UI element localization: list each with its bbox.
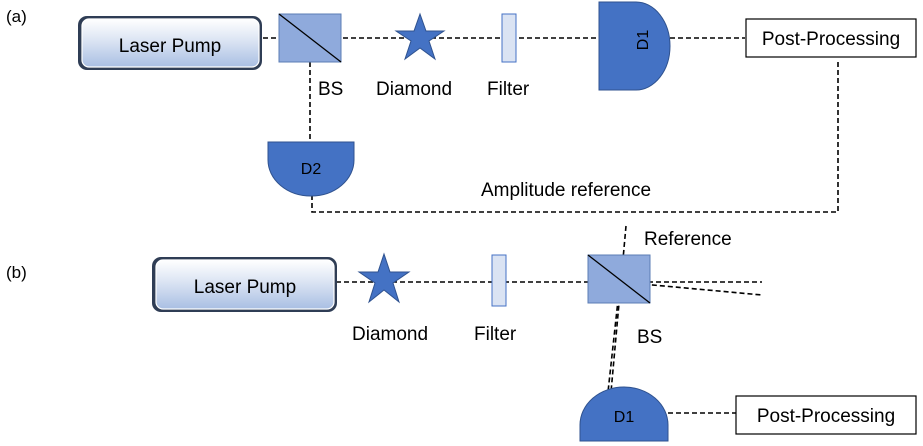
panel-b: (b) Laser Pump Diamond Filter BS Referen… (6, 225, 917, 442)
detector-d1: D1 (579, 386, 669, 442)
filter-label: Filter (474, 324, 517, 345)
diamond-star (394, 12, 446, 61)
filter-label: Filter (487, 79, 530, 100)
filter (491, 254, 507, 307)
laser-pump: Laser Pump (152, 257, 337, 312)
d1-label: D1 (635, 30, 652, 51)
amplitude-reference-label: Amplitude reference (481, 180, 651, 201)
post-processing-box: Post-Processing (745, 18, 917, 58)
bs-label: BS (637, 327, 662, 348)
post-processing-label: Post-Processing (757, 406, 895, 427)
panel-a: (a) Laser Pump BS Diamond Filter D1 (6, 1, 917, 213)
filter (501, 13, 517, 63)
reference-line (311, 60, 839, 213)
laser-pump: Laser Pump (78, 16, 262, 70)
panel-b-tag: (b) (6, 263, 27, 282)
beam-splitter (587, 254, 651, 304)
diamond-label: Diamond (376, 79, 452, 100)
laser-pump-label: Laser Pump (194, 277, 296, 298)
detector-d2: D2 (267, 141, 355, 197)
laser-pump-label: Laser Pump (119, 36, 221, 57)
post-processing-label: Post-Processing (762, 29, 900, 50)
diamond-label: Diamond (352, 324, 428, 345)
d2-label: D2 (301, 161, 322, 178)
detector-d1: D1 (598, 1, 671, 91)
beam-splitter (278, 13, 342, 63)
bs-label: BS (318, 79, 343, 100)
panel-a-tag: (a) (6, 7, 27, 26)
reference-beam-line (610, 225, 627, 393)
post-processing-box: Post-Processing (735, 395, 917, 435)
d1-label: D1 (614, 409, 635, 426)
reference-label: Reference (644, 229, 732, 250)
diamond-star (357, 252, 411, 304)
